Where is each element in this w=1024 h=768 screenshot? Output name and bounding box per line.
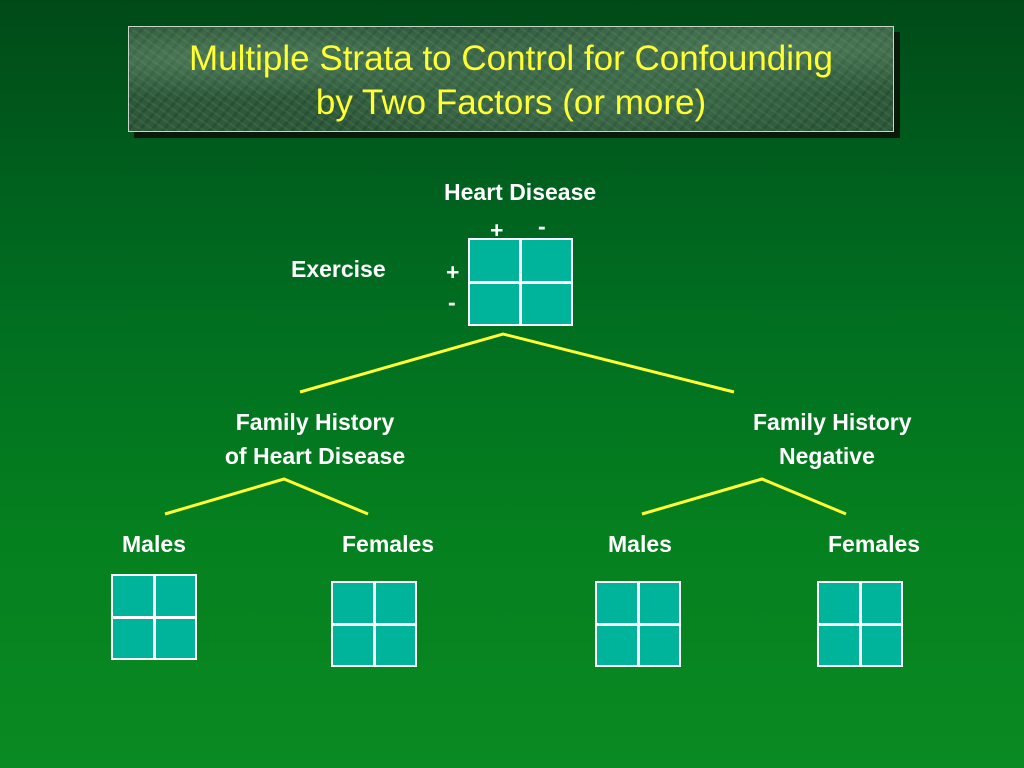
table-cell — [861, 583, 901, 623]
table-cell — [333, 583, 373, 623]
table-cell — [522, 240, 571, 281]
heart-disease-header: Heart Disease — [444, 179, 597, 205]
title-banner: Multiple Strata to Control for Confoundi… — [128, 26, 894, 132]
main-2x2-table — [468, 238, 573, 326]
table-cell — [819, 583, 859, 623]
right-females-label: Females — [828, 531, 921, 557]
right-split-connector — [641, 477, 847, 516]
table-cell — [375, 583, 415, 623]
left-split-connector — [164, 477, 369, 516]
table-cell — [113, 618, 153, 658]
column-minus-label: - — [538, 213, 546, 239]
right-males-table — [595, 581, 681, 667]
table-cell — [522, 283, 571, 324]
left-stratum-line-2: of Heart Disease — [224, 443, 406, 469]
top-split-connector — [299, 332, 735, 394]
title-line-1: Multiple Strata to Control for Confoundi… — [189, 39, 833, 78]
table-cell — [375, 625, 415, 665]
table-cell — [113, 576, 153, 616]
table-cell — [819, 625, 859, 665]
left-males-label: Males — [122, 531, 186, 557]
column-plus-label: + — [490, 217, 504, 243]
table-cell — [639, 625, 679, 665]
exercise-label: Exercise — [291, 256, 386, 282]
right-stratum-line-2: Negative — [779, 443, 875, 469]
right-males-label: Males — [608, 531, 672, 557]
left-stratum-line-1: Family History — [235, 409, 395, 435]
table-cell — [470, 283, 519, 324]
table-cell — [155, 576, 195, 616]
row-plus-label: + — [446, 259, 460, 285]
title-line-2: by Two Factors (or more) — [315, 83, 707, 122]
row-minus-label: - — [448, 289, 456, 315]
table-cell — [597, 583, 637, 623]
table-cell — [597, 625, 637, 665]
table-cell — [333, 625, 373, 665]
table-cell — [155, 618, 195, 658]
left-females-table — [331, 581, 417, 667]
table-cell — [639, 583, 679, 623]
left-females-label: Females — [342, 531, 435, 557]
table-cell — [861, 625, 901, 665]
left-males-table — [111, 574, 197, 660]
right-stratum-line-1: Family History — [753, 409, 912, 435]
table-cell — [470, 240, 519, 281]
right-females-table — [817, 581, 903, 667]
